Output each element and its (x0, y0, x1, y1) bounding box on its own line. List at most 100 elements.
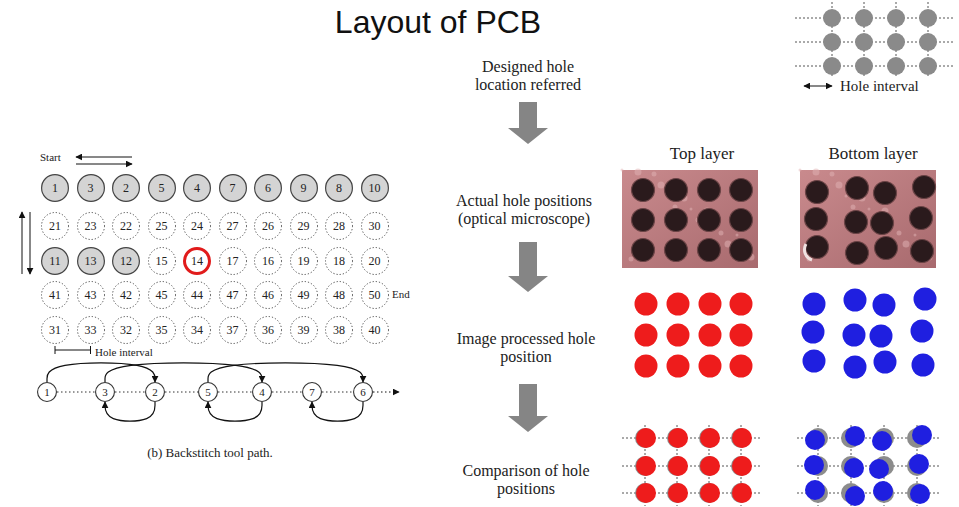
hole-number: 25 (156, 220, 168, 232)
hole-circle: 5 (198, 382, 218, 402)
hole-number: 5 (205, 387, 211, 398)
top-hole-dot (668, 428, 688, 448)
designed-hole (919, 9, 937, 27)
designed-hole (699, 428, 719, 448)
designed-hole (887, 57, 905, 75)
hole-circle: 6 (353, 382, 373, 402)
hole-circle: 9 (290, 174, 318, 202)
hole-circle: 16 (254, 247, 282, 275)
hole-circle: 32 (112, 316, 140, 344)
hole-number: 49 (298, 289, 310, 301)
bottom-hole-dot (872, 431, 892, 451)
hole-outline (77, 317, 104, 344)
photo-speckle (868, 208, 871, 211)
photo-speckle (830, 172, 835, 177)
photo-hole (846, 177, 869, 200)
interval-bracket (55, 346, 91, 354)
hole-outline (326, 282, 353, 309)
hole-circle: 30 (361, 212, 389, 240)
designed-hole (667, 483, 687, 503)
top-hole-dot (732, 428, 752, 448)
photo-hole (665, 239, 688, 262)
hole-circle: 31 (41, 316, 69, 344)
hole-number: 6 (265, 182, 271, 194)
hole-outline (290, 213, 317, 240)
dotted-path (322, 392, 353, 393)
designed-hole (887, 33, 905, 51)
photo-speckle (903, 241, 910, 248)
label-text: Actual hole positions (optical microscop… (439, 192, 609, 229)
direction-arrow (30, 212, 31, 274)
photo-hole (632, 179, 655, 202)
hole-circle: 39 (290, 316, 318, 344)
hole-outline (253, 383, 272, 402)
top-hole-dot (636, 456, 656, 476)
top-hole-dot (700, 428, 720, 448)
hole-number: 38 (333, 324, 345, 336)
hole-outline (255, 213, 282, 240)
photo-speckle (719, 231, 724, 236)
hole-number: 33 (85, 324, 97, 336)
stitch-arrow (312, 402, 363, 421)
dotted-path (272, 392, 302, 393)
bottom-hole-dot (874, 351, 897, 374)
top-hole-dot (667, 355, 690, 378)
hole-number: 8 (336, 182, 342, 194)
hole-circle: 3 (77, 174, 105, 202)
hole-outline (148, 175, 175, 202)
hole-number: 28 (333, 220, 345, 232)
hole-outline (77, 248, 104, 275)
hole-number: 23 (85, 220, 97, 232)
flow-arrow (508, 384, 548, 432)
top-hole-dot (635, 324, 658, 347)
hole-outline (255, 248, 282, 275)
bottom-hole-dot (845, 486, 865, 506)
top-hole-dot (730, 324, 753, 347)
bottom-hole-dot (914, 288, 937, 311)
photo-hole (805, 208, 828, 231)
hole-number: 3 (88, 182, 94, 194)
path-continuation (373, 392, 399, 393)
bottom-hole-dot (802, 321, 825, 344)
hole-outline (113, 213, 140, 240)
hole-outline (42, 282, 69, 309)
hole-number: 19 (298, 255, 310, 267)
hole-circle: 49 (290, 281, 318, 309)
bottom-hole-dot (869, 459, 889, 479)
hole-number: 35 (156, 324, 168, 336)
photo-speckle (629, 257, 634, 262)
direction-arrow (76, 157, 132, 158)
photo-speckle (736, 234, 739, 237)
hole-outline (42, 175, 69, 202)
flow-arrow (508, 242, 548, 292)
hole-outline (361, 248, 388, 275)
photo-hole (806, 181, 829, 204)
hole-number: 12 (120, 255, 132, 267)
label-text: Hole interval (840, 78, 919, 95)
photo-hole (698, 179, 721, 202)
dotted-path (57, 392, 95, 393)
bottom-hole-dot (844, 356, 867, 379)
bottom-hole-dot (873, 294, 896, 317)
hole-number: 39 (298, 324, 310, 336)
hole-circle: 25 (148, 212, 176, 240)
hole-outline (42, 317, 69, 344)
hole-number: 30 (369, 220, 381, 232)
hole-outline (184, 213, 211, 240)
hole-circle: 10 (361, 174, 389, 202)
hole-circle: 7 (302, 382, 322, 402)
designed-hole (855, 57, 873, 75)
hole-circle: 48 (325, 281, 353, 309)
photo-speckle (621, 169, 624, 172)
hole-circle: 18 (325, 247, 353, 275)
hole-outline (219, 282, 246, 309)
hole-number: 4 (194, 182, 200, 194)
top-hole-dot (636, 483, 656, 503)
label-text: End (392, 288, 410, 301)
hole-outline (148, 317, 175, 344)
hole-number: 3 (102, 387, 108, 398)
hole-outline (148, 213, 175, 240)
hole-number: 29 (298, 220, 310, 232)
photo-hole (698, 209, 721, 232)
bottom-hole-dot (844, 289, 867, 312)
